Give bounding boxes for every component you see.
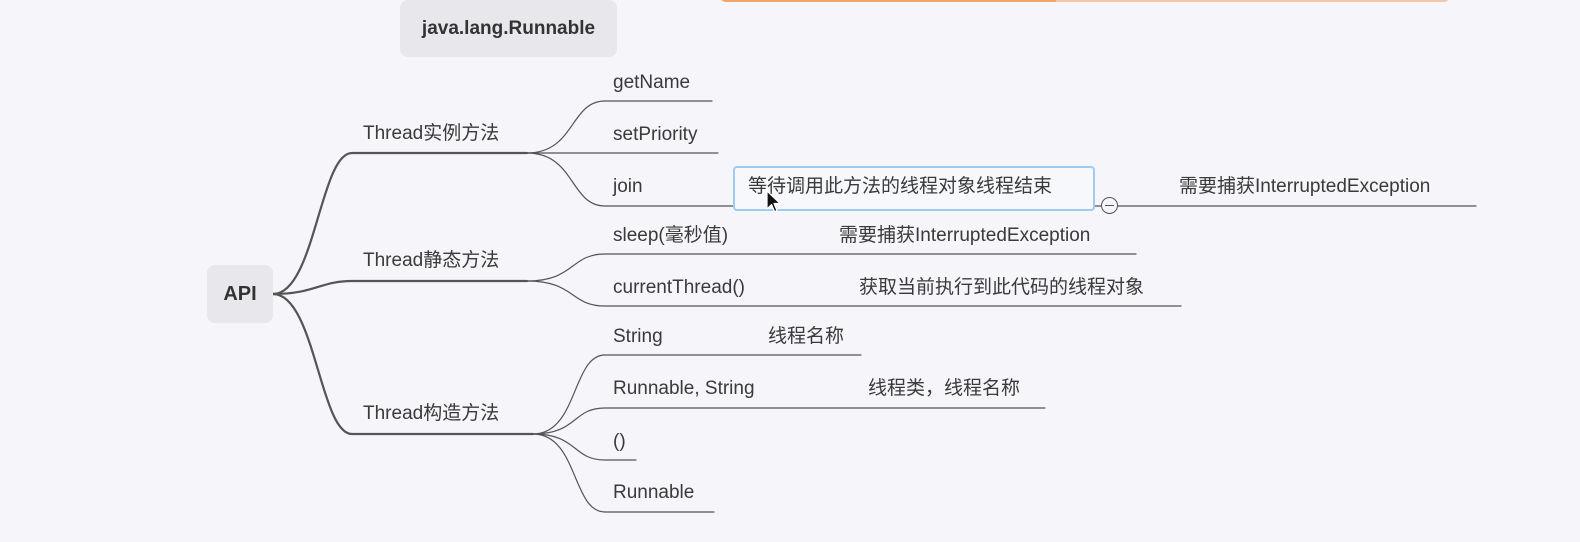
node-ctor-runnable-string-note[interactable]: 线程类，线程名称: [868, 378, 1021, 399]
root-node-label: API: [223, 282, 257, 305]
connector-sleep: [526, 253, 1137, 282]
connector-getname: [526, 100, 713, 154]
node-getname[interactable]: getName: [613, 72, 691, 93]
connector-empty: [532, 433, 637, 461]
node-join[interactable]: join: [613, 176, 643, 197]
node-ctor-runnable[interactable]: Runnable: [613, 482, 695, 503]
connector-runnable: [532, 433, 715, 513]
floating-topic-label: java.lang.Runnable: [421, 17, 596, 39]
node-ctor-runnable-string[interactable]: Runnable, String: [613, 378, 755, 399]
node-currentthread[interactable]: currentThread(): [613, 277, 745, 298]
branch-thread-instance-methods[interactable]: Thread实例方法: [363, 123, 500, 144]
branch-thread-static-methods[interactable]: Thread静态方法: [363, 250, 500, 271]
node-sleep[interactable]: sleep(毫秒值): [613, 225, 729, 246]
connector-root-static: [271, 279, 529, 296]
connector-root-ctor: [271, 292, 535, 436]
collapse-toggle-button[interactable]: [1101, 197, 1118, 214]
node-currentthread-note[interactable]: 获取当前执行到此代码的线程对象: [859, 277, 1145, 298]
node-join-exception[interactable]: 需要捕获InterruptedException: [1179, 176, 1431, 197]
node-ctor-string-note[interactable]: 线程名称: [768, 326, 845, 347]
floating-topic[interactable]: java.lang.Runnable: [400, 0, 617, 57]
top-topic-edge[interactable]: [720, 0, 1450, 2]
node-setpriority[interactable]: setPriority: [613, 124, 698, 145]
node-ctor-empty[interactable]: (): [613, 431, 626, 452]
connector-runnable-string: [532, 407, 1046, 435]
mouse-cursor-icon: [766, 190, 781, 213]
node-ctor-string[interactable]: String: [613, 326, 663, 347]
node-sleep-note[interactable]: 需要捕获InterruptedException: [839, 225, 1091, 246]
root-node[interactable]: API: [207, 265, 273, 323]
selected-node-join-description[interactable]: [733, 166, 1095, 211]
connector-currentthread: [526, 280, 1182, 307]
branch-thread-constructors[interactable]: Thread构造方法: [363, 403, 500, 424]
connector-join: [526, 152, 1102, 207]
connector-root-instance: [271, 151, 529, 296]
connector-string: [532, 354, 862, 435]
node-join-description: 等待调用此方法的线程对象线程结束: [748, 176, 1053, 197]
